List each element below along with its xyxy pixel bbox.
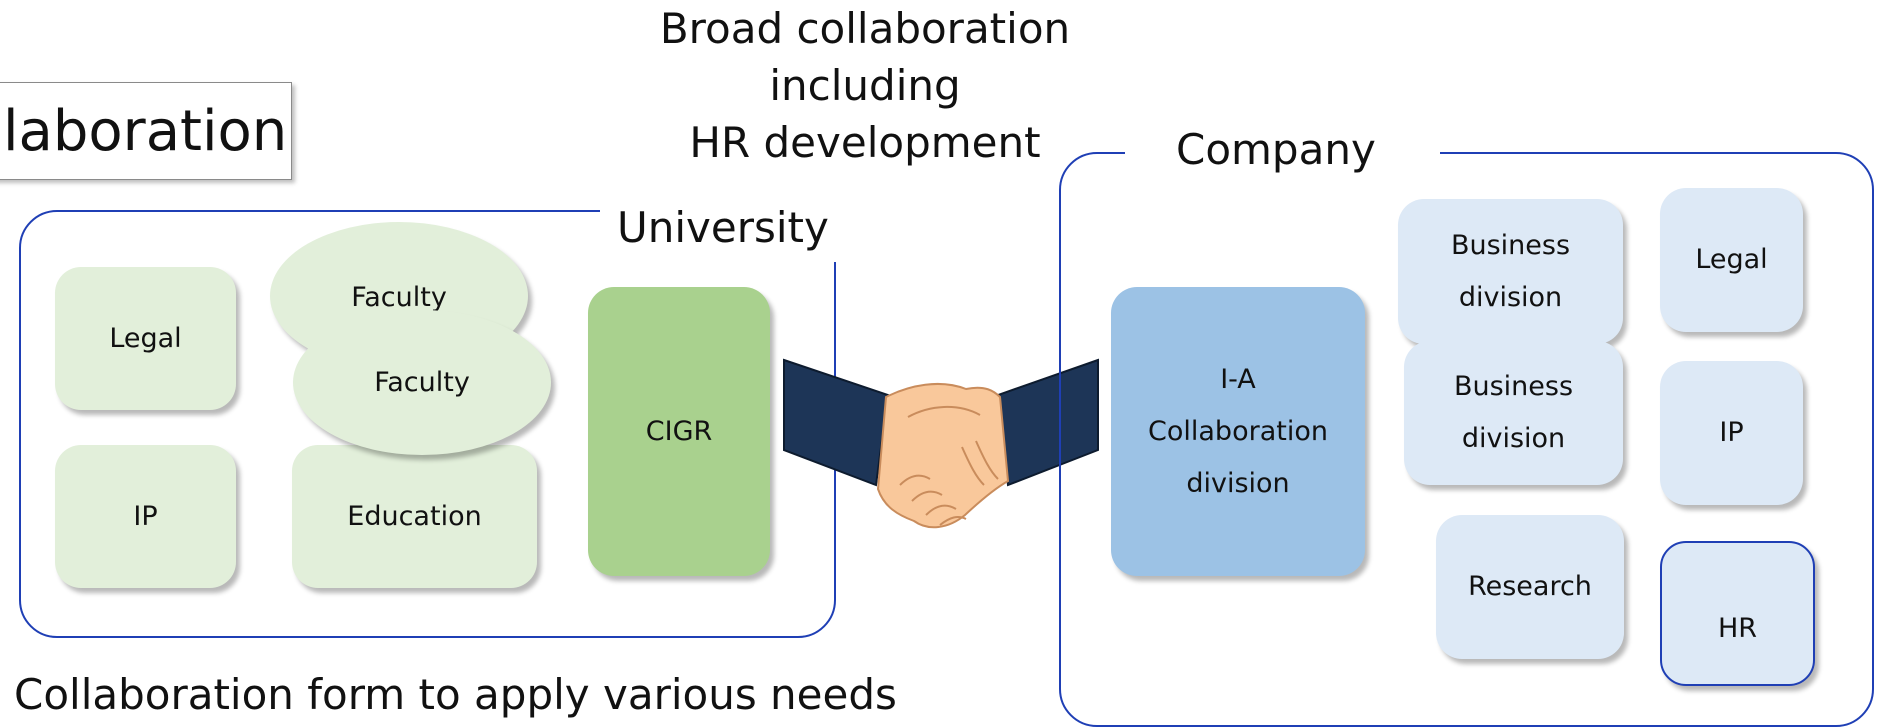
ia-collab-line-2: Collaboration: [1148, 415, 1328, 447]
company-frame-gap: [1125, 142, 1440, 182]
company-legal-box: Legal: [1660, 188, 1803, 332]
business-1-line-1: Business: [1450, 229, 1571, 261]
university-frame-gap: [600, 200, 840, 262]
business-2-line-2: division: [1461, 423, 1566, 454]
univ-faculty-ellipse-front: Faculty: [293, 310, 551, 455]
business-2-line-1: Business: [1453, 371, 1574, 402]
company-ip-box: IP: [1660, 361, 1803, 505]
heading-line-3: HR development: [689, 118, 1041, 167]
section-title: laboration: [3, 99, 288, 164]
univ-education-box: Education: [292, 445, 537, 588]
company-label: Company: [1176, 125, 1376, 174]
cigr-label: CIGR: [645, 415, 713, 447]
business-division-box-1: Business division: [1398, 199, 1623, 344]
heading-line-1: Broad collaboration: [659, 4, 1071, 53]
heading-line-2: including: [769, 61, 961, 110]
ia-collaboration-division-box: I-A Collaboration division: [1111, 287, 1365, 576]
company-legal-label: Legal: [1695, 244, 1768, 275]
footer-caption: Collaboration form to apply various need…: [14, 670, 897, 719]
ia-collab-line-1: I-A: [1220, 363, 1256, 395]
company-ip-label: IP: [1719, 417, 1744, 448]
hr-box: HR: [1660, 541, 1815, 686]
handshake-icon: [783, 358, 1099, 529]
hr-label: HR: [1717, 612, 1758, 644]
univ-faculty-label-front: Faculty: [374, 366, 470, 398]
business-division-box-2: Business division: [1404, 341, 1623, 485]
univ-education-label: Education: [347, 500, 482, 532]
univ-faculty-label-back: Faculty: [351, 282, 447, 313]
business-1-line-2: division: [1458, 281, 1563, 313]
research-label: Research: [1468, 571, 1592, 602]
univ-legal-box: Legal: [55, 267, 236, 410]
collaboration-heading: Broad collaboration including HR develop…: [640, 0, 1090, 171]
cigr-box: CIGR: [588, 287, 770, 576]
univ-ip-label: IP: [133, 500, 158, 532]
research-box: Research: [1436, 515, 1624, 659]
university-label: University: [617, 203, 829, 252]
section-title-box: laboration: [0, 82, 292, 180]
ia-collab-line-3: division: [1186, 467, 1290, 499]
univ-legal-label: Legal: [109, 322, 182, 354]
univ-ip-box: IP: [55, 445, 236, 588]
